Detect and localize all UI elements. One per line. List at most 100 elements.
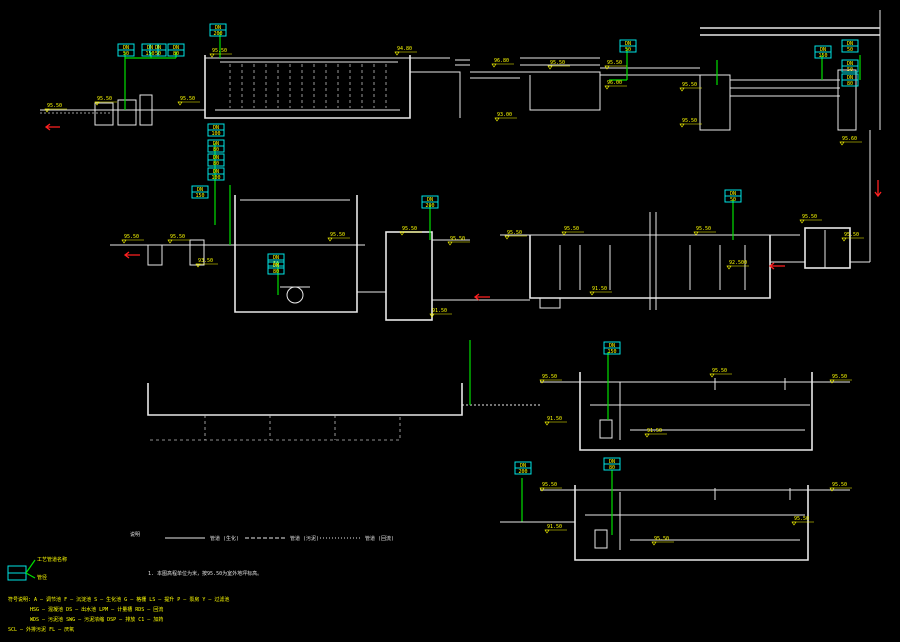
pipe-tag-bottom: 50: [847, 47, 853, 53]
pipe-tag-top: DN: [520, 463, 526, 469]
elevation-mark: 95.50: [799, 214, 822, 224]
elevation-mark: 95.50: [604, 60, 627, 70]
pipe-tag-top: DN: [273, 263, 279, 269]
pipe-tag-bottom: 100: [211, 175, 220, 181]
pipe-tag-top: DN: [273, 255, 279, 261]
row4-tank: [500, 470, 850, 561]
elevation-mark: 95.50: [209, 48, 232, 58]
elevation-label: 91.50: [547, 416, 562, 422]
abbr-line4: SCL — 外排污泥 FL — 厌氧: [8, 626, 74, 633]
elevation-mark: 95.50: [177, 96, 200, 106]
elevation-label: 95.50: [696, 226, 711, 232]
elevation-mark: 94.80: [394, 46, 417, 56]
elevation-label: 95.50: [654, 536, 669, 542]
pipe-tag-top: DN: [427, 197, 433, 203]
elevation-label: 95.50: [844, 232, 859, 238]
elevation-mark: 95.50: [399, 226, 422, 236]
elevation-label: 95.50: [450, 236, 465, 242]
pipe-tag-top: DN: [155, 45, 161, 51]
elevation-label: 95.50: [607, 60, 622, 66]
abbr-line2: HSG — 混凝池 DS — 出水池 LPM — 计量槽 RDS — 回流: [30, 606, 163, 613]
elevation-label: 95.50: [564, 226, 579, 232]
elevation-label: 91.50: [547, 524, 562, 530]
pipe-tag-top: DN: [173, 45, 179, 51]
elevation-label: 95.50: [180, 96, 195, 102]
elevation-mark: 95.50: [679, 118, 702, 128]
notes-heading: 说明: [130, 531, 140, 538]
pipe-tag-top: DN: [215, 25, 221, 31]
elevation-mark: 91.50: [429, 308, 452, 318]
elevation-label: 95.50: [124, 234, 139, 240]
elevation-mark: 95.50: [561, 226, 584, 236]
elevation-mark: 95.50: [539, 482, 562, 492]
elevation-label: 92.500: [729, 260, 747, 266]
pipe-tag-top: DN: [820, 47, 826, 53]
elevation-label: 95.50: [47, 103, 62, 109]
pipe-tag-bottom: 80: [173, 51, 179, 57]
elevation-mark: 95.50: [94, 96, 117, 106]
notes-block: 说明 管道 (生化) 管道 (污泥) 管道 (回流) 1. 本图高程单位为米，按…: [130, 531, 394, 577]
pipe-tag-bottom: 200: [425, 203, 434, 209]
pipe-tag-top: DN: [123, 45, 129, 51]
elevation-mark: 95.50: [447, 236, 470, 246]
elevation-label: 95.50: [832, 482, 847, 488]
pipe-tag-bottom: 80: [213, 161, 219, 167]
elevation-mark: 93.00: [494, 112, 517, 122]
elevation-mark: 95.50: [327, 232, 350, 242]
elevation-label: 95.50: [170, 234, 185, 240]
elevation-label: 95.50: [542, 374, 557, 380]
elevation-mark: 95.50: [679, 82, 702, 92]
pipe-tag-top: DN: [625, 41, 631, 47]
elevation-mark: 95.50: [829, 482, 852, 492]
legend-dashed: 管道 (污泥): [290, 535, 319, 542]
pipe-tag-bottom: 50: [847, 67, 853, 73]
legend-box-line1: 工艺管道名称: [37, 556, 67, 563]
elevation-label: 91.50: [592, 286, 607, 292]
pipe-tag-bottom: 50: [730, 197, 736, 203]
pipe-tag-top: DN: [609, 459, 615, 465]
elevation-label: 94.80: [397, 46, 412, 52]
elevation-label: 93.00: [497, 112, 512, 118]
elevation-label: 95.50: [542, 482, 557, 488]
legend-box-line2: 管径: [37, 574, 47, 581]
elevation-mark: 95.50: [44, 103, 67, 113]
pipe-tag-bottom: 50: [155, 51, 161, 57]
pipe-tag-top: DN: [197, 187, 203, 193]
elevation-mark: 95.50: [829, 374, 852, 384]
elevation-mark: 95.50: [547, 60, 570, 70]
elevation-mark: 96.00: [604, 80, 627, 90]
pipe-tag-bottom: 200: [518, 469, 527, 475]
elevation-label: 96.00: [607, 80, 622, 86]
elevation-mark: 95.50: [693, 226, 716, 236]
elevation-mark: 95.50: [709, 368, 732, 378]
elevation-label: 91.50: [647, 428, 662, 434]
elevation-mark: 91.50: [544, 524, 567, 534]
pipe-tag-top: DN: [847, 61, 853, 67]
pipe-tag-bottom: 80: [609, 465, 615, 471]
pipe-tag-top: DN: [213, 125, 219, 131]
pipe-tag-bottom: 50: [625, 47, 631, 53]
pipe-tag-top: DN: [609, 343, 615, 349]
legend-box: 工艺管道名称 管径 符号说明: A — 调节池 F — 沉淀池 S — 生化池 …: [7, 556, 229, 633]
elevation-label: 95.50: [832, 374, 847, 380]
elevation-label: 91.50: [432, 308, 447, 314]
elevation-label: 95.50: [712, 368, 727, 374]
elevation-label: 95.50: [550, 60, 565, 66]
